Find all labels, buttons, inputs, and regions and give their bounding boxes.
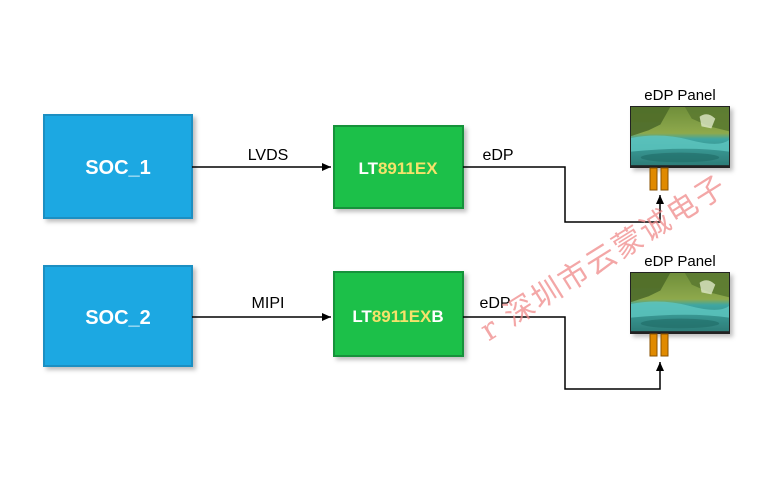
soc-2-label: SOC_2 xyxy=(85,307,151,329)
edp-panel-2-label: eDP Panel xyxy=(644,253,715,270)
chip-2-tail: B xyxy=(431,307,443,326)
lt8911exb-chip-block xyxy=(333,271,464,357)
chip-2-prefix: LT xyxy=(352,307,372,326)
edp-panel-2 xyxy=(630,272,730,334)
lvds-link-label: LVDS xyxy=(248,147,289,164)
row-2: SOC_2 MIPI LT8911EXB eDP eDP Panel xyxy=(43,253,730,390)
edp-link-2-line xyxy=(463,316,664,390)
soc-2-block xyxy=(43,265,193,367)
chip-2-suffix: EX xyxy=(409,307,432,326)
mipi-link-label: MIPI xyxy=(252,295,285,312)
edp-link-2-label: eDP xyxy=(479,295,510,312)
edp-panel-1 xyxy=(630,106,730,168)
chip-1-number: 8911 xyxy=(378,159,415,178)
lt8911ex-chip-label: LT8911EX xyxy=(358,159,438,178)
panel-1-flex-connector xyxy=(649,167,669,191)
lt8911exb-chip-label: LT8911EXB xyxy=(352,307,443,326)
row-1: SOC_1 LVDS LT8911EX eDP eDP Panel xyxy=(43,87,730,223)
chip-2-number: 8911 xyxy=(372,307,409,326)
chip-1-suffix: EX xyxy=(415,159,438,178)
soc-1-label: SOC_1 xyxy=(85,157,151,179)
edp-link-1-line xyxy=(463,166,664,223)
edp-link-1-label: eDP xyxy=(482,147,513,164)
panel-2-flex-connector xyxy=(649,333,669,357)
edp-panel-1-label: eDP Panel xyxy=(644,87,715,104)
lt8911ex-chip-block xyxy=(333,125,464,209)
chip-1-prefix: LT xyxy=(358,159,378,178)
soc-1-block xyxy=(43,114,193,219)
